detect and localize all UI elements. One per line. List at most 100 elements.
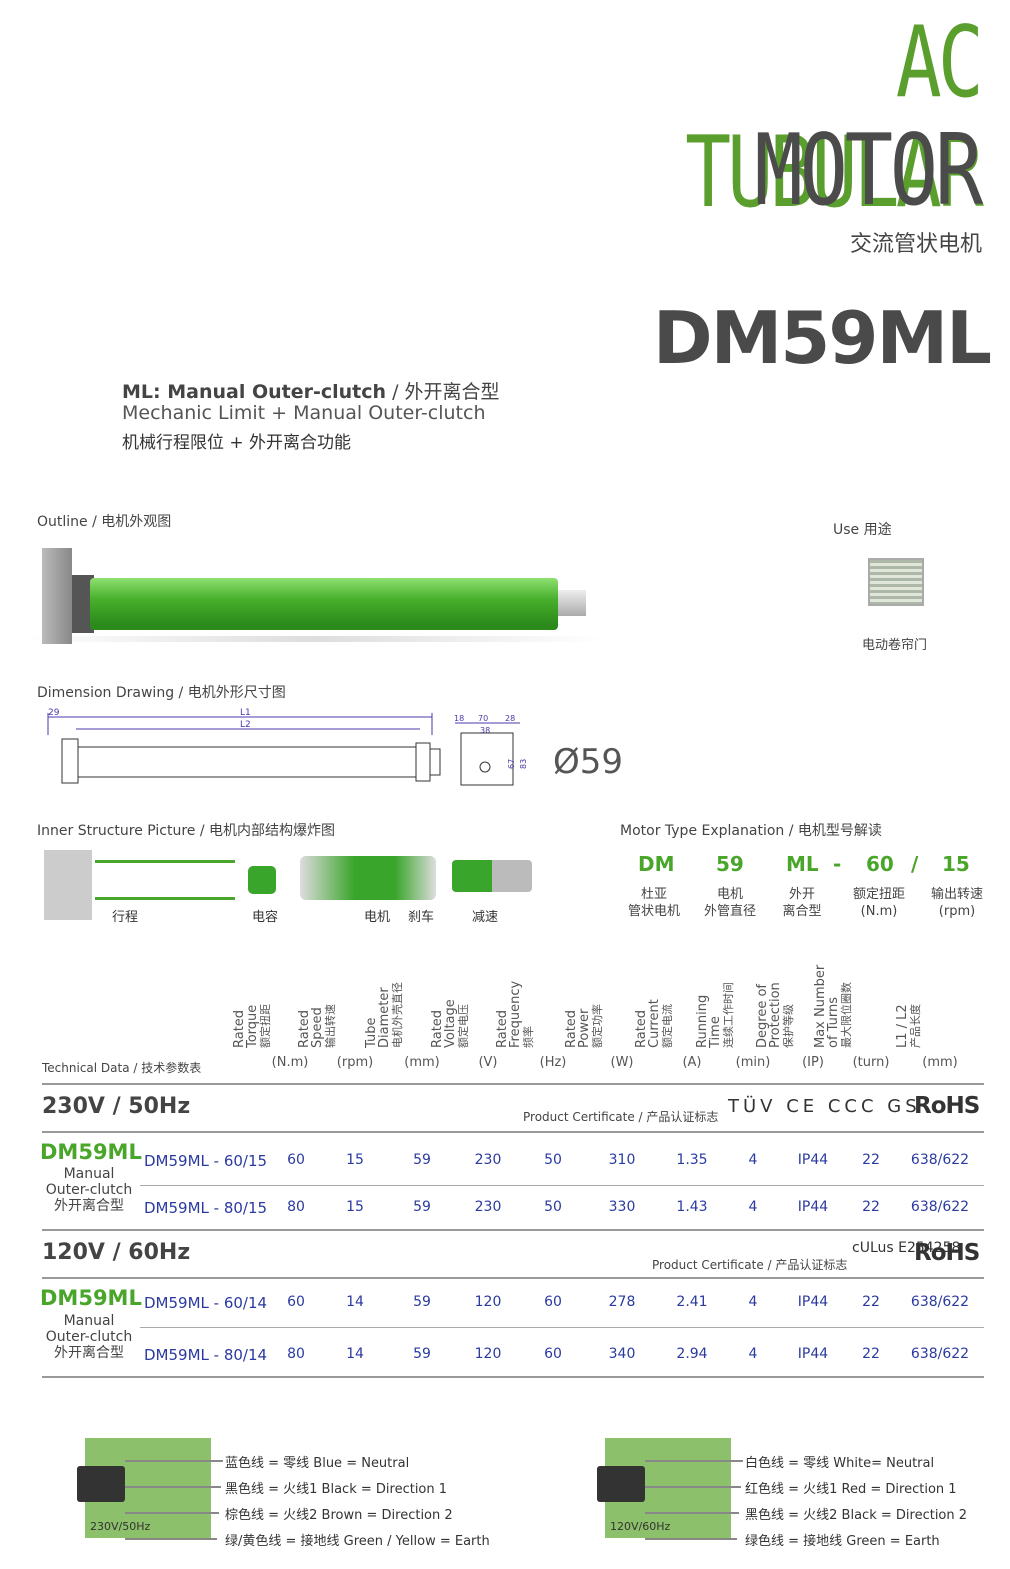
row-cell: IP44 bbox=[797, 1294, 829, 1310]
wire-description: 蓝色线 = 零线 Blue = Neutral bbox=[225, 1456, 410, 1471]
group2-sub-1: Manual bbox=[63, 1313, 115, 1329]
intro-line2: Mechanic Limit + Manual Outer-clutch bbox=[122, 402, 486, 424]
row-cell: 4 bbox=[748, 1152, 758, 1168]
wire-description: 黑色线 = 火线2 Black = Direction 2 bbox=[745, 1508, 968, 1523]
mte-sub-dm-2: 管状电机 bbox=[627, 904, 680, 919]
column-header-line: Frequency bbox=[508, 980, 523, 1048]
mte-code-ml: ML bbox=[786, 852, 819, 876]
motor-head-image bbox=[42, 548, 72, 644]
row-cell: 638/622 bbox=[910, 1346, 970, 1362]
column-header-line: 连续工作时间 bbox=[722, 982, 735, 1048]
column-header-line: Time bbox=[708, 1016, 723, 1048]
mte-code-15: 15 bbox=[942, 852, 970, 876]
wire-line bbox=[125, 1486, 221, 1488]
column-unit: (W) bbox=[610, 1055, 634, 1070]
dim-18: 18 bbox=[454, 714, 464, 723]
dim-28: 28 bbox=[505, 714, 515, 723]
mte-sub-ml: 外开离合型 bbox=[772, 886, 832, 920]
row-cell: 638/622 bbox=[910, 1152, 970, 1168]
wire-line bbox=[645, 1512, 739, 1514]
group1-title: 230V / 50Hz bbox=[42, 1094, 191, 1119]
row-cell: 60 bbox=[287, 1294, 305, 1310]
dim-l1: L1 bbox=[240, 708, 251, 718]
column-header-line: 额定功率 bbox=[591, 1004, 604, 1048]
use-label: Use 用途 bbox=[833, 522, 892, 538]
divider bbox=[42, 1131, 984, 1133]
tube-diameter-symbol: Ø59 bbox=[553, 742, 624, 782]
row-model: DM59ML - 80/14 bbox=[144, 1346, 268, 1364]
column-unit: (turn) bbox=[852, 1055, 890, 1070]
group2-sub-2: Outer-clutch bbox=[45, 1329, 133, 1345]
group1-sub-2: Outer-clutch bbox=[45, 1182, 133, 1198]
dim-83: 83 bbox=[519, 759, 528, 769]
row-cell: 80 bbox=[287, 1346, 305, 1362]
column-header-line: Speed bbox=[310, 1007, 325, 1048]
column-unit: (IP) bbox=[802, 1055, 824, 1070]
group2-title: 120V / 60Hz bbox=[42, 1240, 191, 1265]
row-cell: 50 bbox=[544, 1199, 562, 1215]
wire-description: 红色线 = 火线1 Red = Direction 1 bbox=[745, 1482, 957, 1497]
wire-line bbox=[645, 1538, 737, 1540]
row-cell: 14 bbox=[346, 1294, 364, 1310]
column-header-line: 额定电流 bbox=[661, 1004, 674, 1048]
column-header-line: 输出转速 bbox=[324, 1004, 337, 1048]
mte-sub-ml-2: 离合型 bbox=[782, 904, 822, 919]
divider bbox=[42, 1083, 984, 1085]
group2-rohs: RoHS bbox=[914, 1240, 980, 1266]
column-header-line: L1 / L2 bbox=[895, 1004, 910, 1048]
cable-icon bbox=[597, 1466, 645, 1502]
column-header-line: Protection bbox=[768, 982, 783, 1048]
mte-sub-torque-1: 额定扭距 bbox=[852, 887, 905, 902]
use-item-label: 电动卷帘门 bbox=[862, 638, 928, 653]
inner-label-capacitor: 电容 bbox=[252, 910, 279, 925]
wire-line bbox=[645, 1486, 741, 1488]
divider bbox=[42, 1277, 984, 1279]
wire-line bbox=[125, 1512, 219, 1514]
mte-sub-ml-1: 外开 bbox=[788, 887, 815, 902]
motor-shadow bbox=[25, 636, 605, 642]
row-cell: 120 bbox=[474, 1346, 502, 1362]
row-cell: 1.43 bbox=[676, 1199, 708, 1215]
row-cell: 330 bbox=[608, 1199, 636, 1215]
model-title: DM59ML bbox=[652, 296, 992, 380]
group1-cert-icons: TÜV CE CCC GS bbox=[728, 1096, 921, 1117]
dim-29: 29 bbox=[48, 708, 60, 718]
divider bbox=[140, 1185, 984, 1186]
inner-label-motor: 电机 bbox=[364, 910, 391, 925]
column-header-line: 最大限位圈数 bbox=[840, 982, 853, 1048]
column-unit: (N.m) bbox=[271, 1055, 309, 1070]
inner-limit-part bbox=[44, 850, 92, 920]
outline-label: Outline / 电机外观图 bbox=[37, 514, 172, 530]
column-unit: (Hz) bbox=[539, 1055, 567, 1070]
row-cell: 22 bbox=[862, 1346, 880, 1362]
inner-label-limit: 行程 bbox=[112, 910, 139, 925]
group2-model: DM59ML bbox=[40, 1286, 142, 1310]
intro-line1-rest: / 外开离合型 bbox=[386, 381, 500, 403]
inner-capacitor-part bbox=[248, 866, 276, 894]
row-cell: 340 bbox=[608, 1346, 636, 1362]
row-model: DM59ML - 60/14 bbox=[144, 1294, 268, 1312]
motor-body-image bbox=[90, 578, 558, 630]
row-cell: 50 bbox=[544, 1152, 562, 1168]
wire-description: 白色线 = 零线 White= Neutral bbox=[745, 1456, 935, 1471]
divider bbox=[42, 1229, 984, 1231]
column-unit: (A) bbox=[682, 1055, 702, 1070]
group1-sub-3: 外开离合型 bbox=[54, 1198, 124, 1214]
row-cell: 638/622 bbox=[910, 1294, 970, 1310]
row-cell: 60 bbox=[544, 1346, 562, 1362]
inner-structure-label: Inner Structure Picture / 电机内部结构爆炸图 bbox=[37, 823, 336, 839]
column-header-line: 产品长度 bbox=[909, 1004, 922, 1048]
rollup-door-image bbox=[868, 558, 924, 606]
row-cell: 60 bbox=[287, 1152, 305, 1168]
mte-code-slash: / bbox=[911, 852, 919, 876]
mte-sub-speed-1: 输出转速 bbox=[930, 887, 983, 902]
wire-description: 绿/黄色线 = 接地线 Green / Yellow = Earth bbox=[225, 1534, 490, 1549]
intro-line3: 机械行程限位 + 外开离合功能 bbox=[122, 433, 352, 453]
row-model: DM59ML - 60/15 bbox=[144, 1152, 268, 1170]
group1-sub-1: Manual bbox=[63, 1166, 115, 1182]
